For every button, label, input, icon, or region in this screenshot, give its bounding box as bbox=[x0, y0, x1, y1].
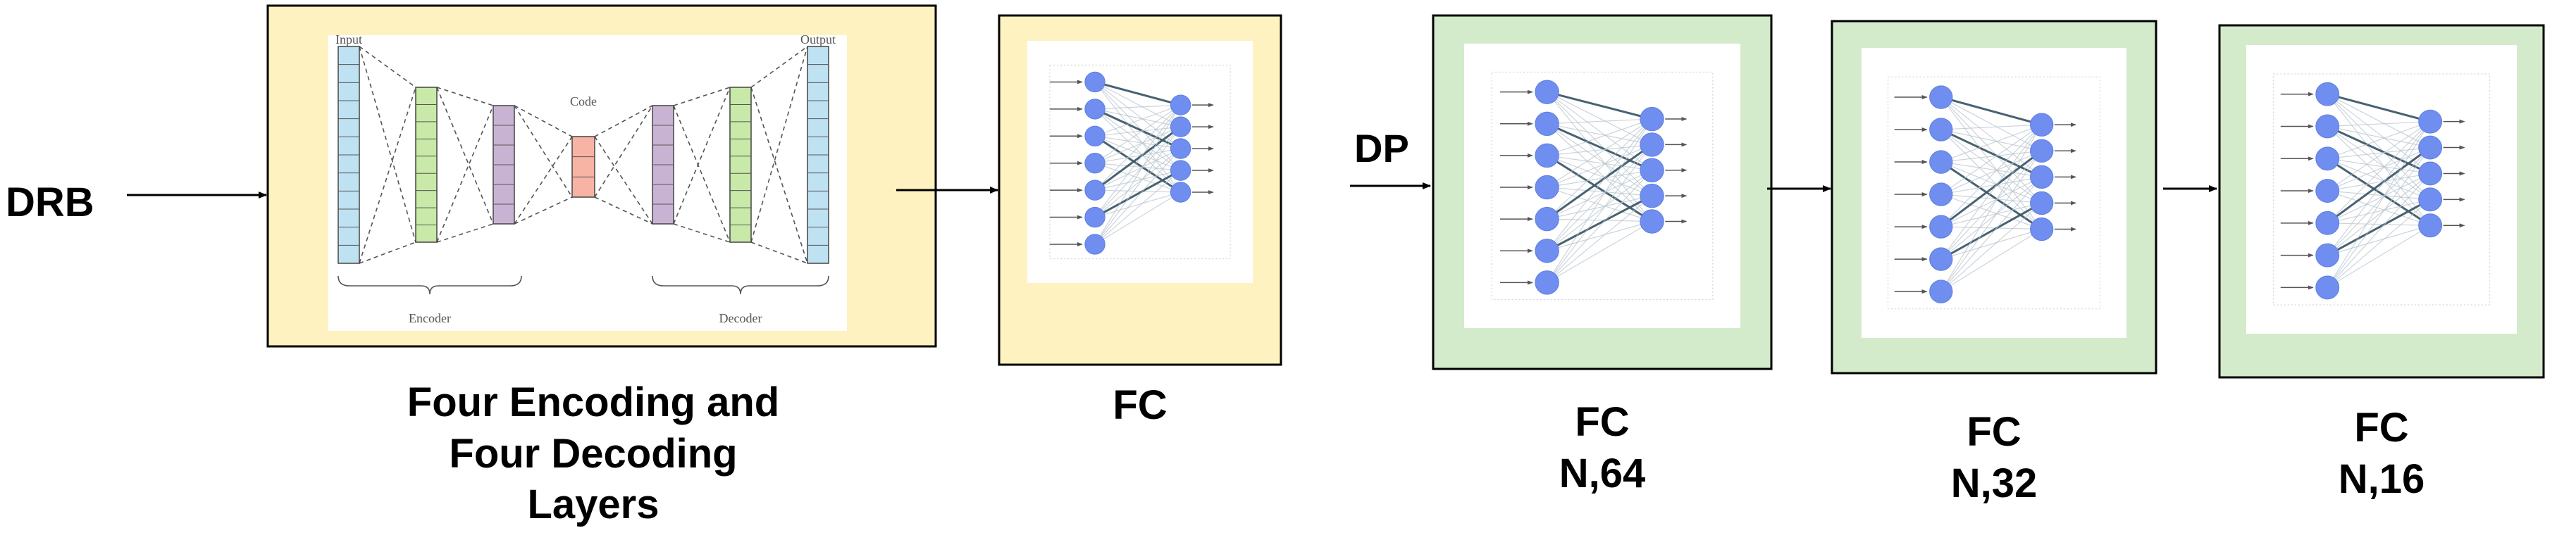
autoencoder-layer-2 bbox=[415, 87, 438, 243]
input-neuron bbox=[2315, 114, 2340, 139]
autoencoder-code-text: Code bbox=[570, 94, 597, 108]
autoencoder-layer-6 bbox=[729, 87, 752, 243]
fc-block-1-title: FC bbox=[1113, 382, 1168, 428]
input-neuron bbox=[1084, 71, 1106, 93]
connector-arrows bbox=[127, 182, 2217, 199]
autoencoder-layer-3 bbox=[493, 105, 515, 225]
input-neuron bbox=[2315, 211, 2340, 235]
output-neuron bbox=[2418, 109, 2443, 134]
fc-block-4-network bbox=[2272, 73, 2491, 306]
input-neuron bbox=[1535, 143, 1559, 168]
input-neuron bbox=[1535, 206, 1559, 232]
input-neuron bbox=[1535, 111, 1559, 137]
output-neuron bbox=[2030, 191, 2054, 215]
input-neuron bbox=[1929, 85, 1953, 109]
input-neuron bbox=[2315, 82, 2340, 106]
input-neuron bbox=[2315, 146, 2340, 171]
input-neuron bbox=[2315, 243, 2340, 268]
fc-block-3-label: FC N,32 bbox=[1832, 407, 2156, 509]
fc-block-1-panel bbox=[1027, 41, 1253, 283]
input-neuron bbox=[1535, 175, 1559, 200]
fc-blocks bbox=[998, 14, 2545, 379]
output-neuron bbox=[1170, 182, 1191, 203]
fc-block-2-panel bbox=[1464, 44, 1740, 328]
output-neuron bbox=[2418, 187, 2443, 212]
autoencoder-decoder-text: Decoder bbox=[719, 311, 762, 325]
input-neuron bbox=[1535, 239, 1559, 263]
input-neuron bbox=[1084, 180, 1106, 201]
autoencoder-dashed-connections bbox=[359, 46, 808, 264]
fc-block-1-label: FC bbox=[999, 380, 1281, 432]
input-neuron bbox=[1084, 125, 1106, 147]
output-neuron bbox=[1640, 209, 1664, 234]
fc-block-2-size: N,64 bbox=[1559, 450, 1646, 496]
input-neuron bbox=[1929, 215, 1953, 239]
fc-block-4-label: FC N,16 bbox=[2219, 403, 2544, 505]
output-neuron bbox=[2418, 161, 2443, 186]
fc-block-4-size: N,16 bbox=[2338, 456, 2425, 502]
fc-block-2-network bbox=[1491, 71, 1714, 301]
autoencoder-encoder-text: Encoder bbox=[409, 311, 451, 325]
output-neuron bbox=[1170, 138, 1191, 159]
fc-block-4-panel bbox=[2246, 45, 2517, 334]
fc-block-2-title: FC bbox=[1575, 399, 1630, 445]
input-label-drb: DRB bbox=[6, 180, 94, 225]
output-neuron bbox=[1170, 94, 1191, 115]
input-neuron bbox=[1084, 153, 1106, 174]
autoencoder-input-text: Input bbox=[335, 32, 362, 46]
input-neuron bbox=[2315, 275, 2340, 300]
output-neuron bbox=[1170, 160, 1191, 181]
fc-block-2 bbox=[1432, 14, 1773, 370]
input-neuron bbox=[1929, 150, 1953, 174]
fc-block-3 bbox=[1831, 20, 2157, 375]
input-neuron bbox=[1084, 99, 1106, 120]
output-neuron bbox=[1640, 158, 1664, 182]
fc-block-3-size: N,32 bbox=[1950, 460, 2038, 506]
decoder-brace bbox=[652, 275, 829, 295]
autoencoder-layer-1 bbox=[338, 46, 360, 264]
output-neuron bbox=[1170, 116, 1191, 137]
input-neuron bbox=[1929, 118, 1953, 142]
fc-block-4 bbox=[2218, 24, 2545, 379]
autoencoder-title: Four Encoding and Four Decoding Layers bbox=[359, 377, 827, 531]
autoencoder-output-text: Output bbox=[800, 32, 836, 46]
output-neuron bbox=[1640, 132, 1664, 157]
fc-block-3-title: FC bbox=[1967, 409, 2021, 455]
input-neuron bbox=[1535, 270, 1559, 295]
autoencoder-layer-7 bbox=[807, 46, 829, 264]
fc-block-1 bbox=[998, 14, 1282, 366]
input-neuron bbox=[1535, 80, 1559, 104]
autoencoder-layer-5 bbox=[652, 105, 674, 225]
output-neuron bbox=[1640, 183, 1664, 208]
output-neuron bbox=[2030, 139, 2054, 163]
output-neuron bbox=[2030, 113, 2054, 137]
fc-block-1-network bbox=[1049, 64, 1231, 260]
input-neuron bbox=[1929, 182, 1953, 206]
autoencoder-title-line-3: Layers bbox=[527, 482, 660, 527]
dropout-label-dp: DP bbox=[1354, 126, 1409, 170]
input-neuron bbox=[1084, 206, 1106, 228]
input-neuron bbox=[2315, 179, 2340, 203]
input-neuron bbox=[1929, 247, 1953, 271]
input-neuron bbox=[1084, 234, 1106, 255]
autoencoder-layer-4 bbox=[571, 136, 595, 198]
fc-block-3-network bbox=[1888, 76, 2100, 310]
output-neuron bbox=[2418, 213, 2443, 238]
autoencoder-title-line-1: Four Encoding and bbox=[407, 379, 780, 425]
input-neuron bbox=[1929, 280, 1953, 303]
encoder-brace bbox=[338, 275, 522, 295]
output-neuron bbox=[1640, 106, 1664, 132]
fc-block-4-title: FC bbox=[2354, 405, 2409, 451]
fc-block-3-panel bbox=[1862, 48, 2126, 338]
output-neuron bbox=[2030, 165, 2054, 189]
output-neuron bbox=[2030, 217, 2054, 241]
output-neuron bbox=[2418, 135, 2443, 160]
autoencoder-title-line-2: Four Decoding bbox=[449, 430, 738, 477]
fc-block-2-label: FC N,64 bbox=[1433, 397, 1771, 499]
